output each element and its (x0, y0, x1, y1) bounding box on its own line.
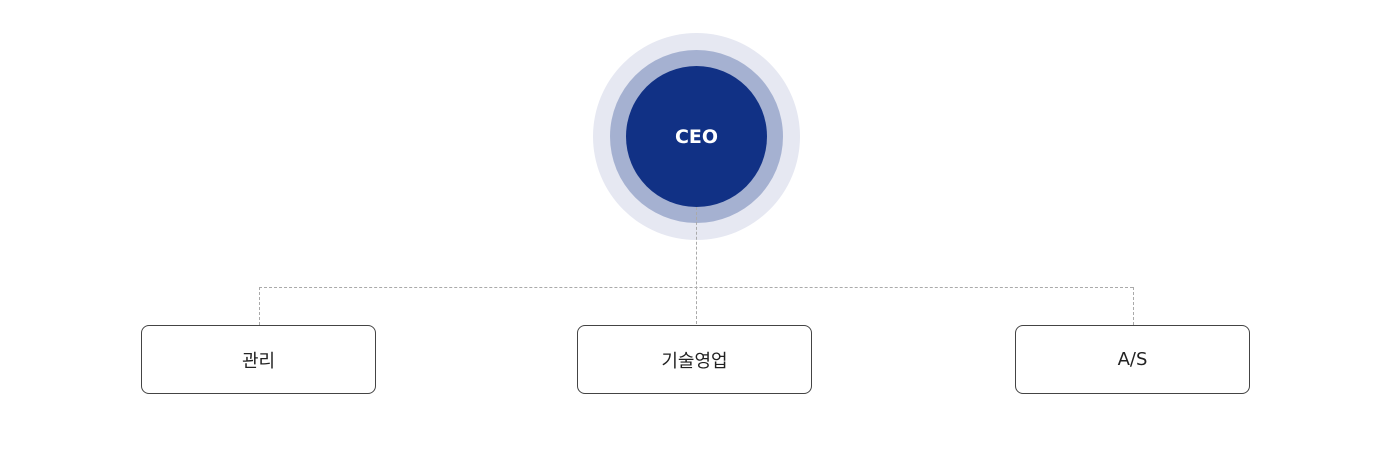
connector-left (259, 287, 260, 325)
department-label: 기술영업 (661, 350, 728, 372)
connector-right (1133, 287, 1134, 325)
department-management: 관리 (141, 325, 376, 394)
connector-ceo-down (696, 207, 697, 324)
department-label: A/S (1117, 349, 1148, 370)
ceo-node: CEO (626, 66, 767, 207)
department-label: 관리 (241, 350, 276, 372)
department-tech-sales: 기술영업 (577, 325, 812, 394)
department-as: A/S (1015, 325, 1250, 394)
connector-horizontal (259, 287, 1133, 288)
ceo-label: CEO (674, 125, 719, 148)
